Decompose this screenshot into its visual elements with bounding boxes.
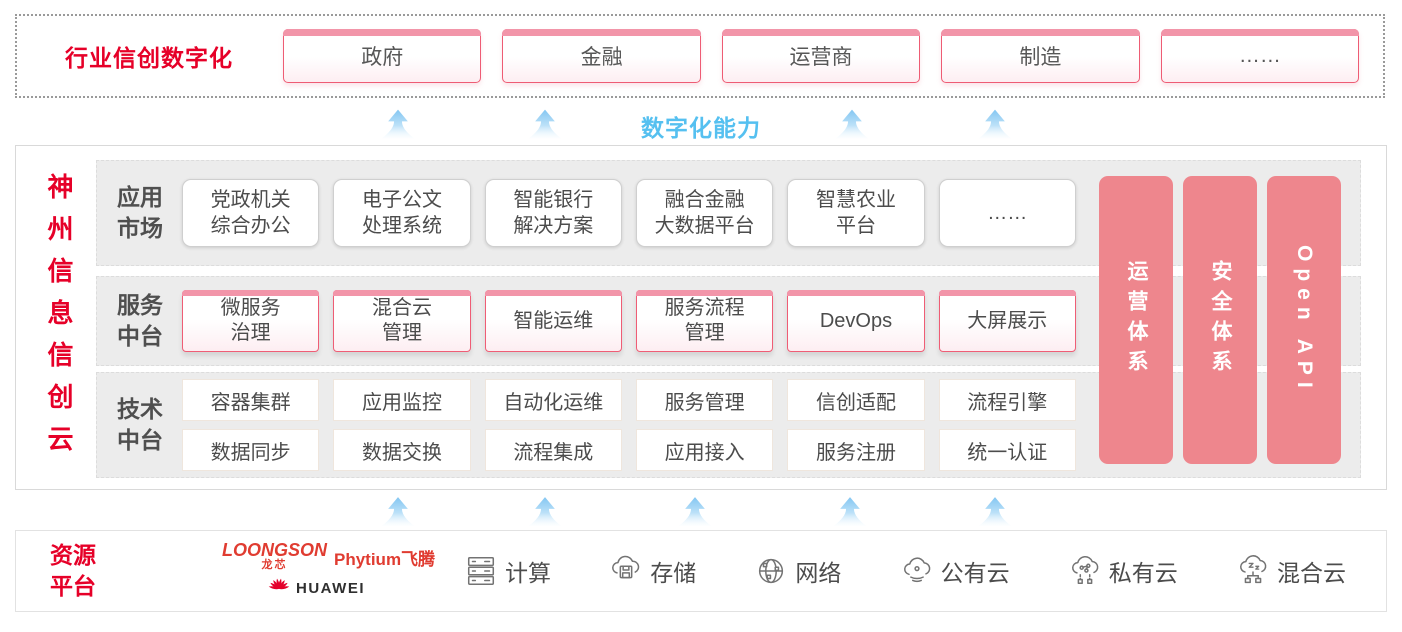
- svc-box-big-screen: 大屏展示: [938, 290, 1077, 352]
- sector-box-finance: 金融: [502, 29, 702, 83]
- resource-item-label: 混合云: [1276, 560, 1346, 586]
- svc-box-intelligent-ops: 智能运维: [484, 290, 623, 352]
- platform-box: 神州信息信创云 应用 市场 党政机关 综合办公 电子公文 处理系统 智能银行 解…: [15, 145, 1387, 490]
- resource-item-label: 私有云: [1108, 560, 1178, 586]
- tech-box-app-monitoring: 应用监控: [333, 379, 471, 421]
- up-arrow-icon: [833, 497, 867, 526]
- capability-label: 数字化能力: [641, 115, 761, 141]
- svc-box-microservice: 微服务 治理: [182, 290, 320, 352]
- tech-box-app-access: 应用接入: [635, 429, 774, 471]
- industry-band: 行业信创数字化 政府 金融 运营商 制造 ……: [15, 14, 1385, 98]
- app-box-more: ……: [938, 179, 1076, 247]
- tech-box-xinchuang-adaptation: 信创适配: [787, 379, 925, 421]
- svc-box-devops: DevOps: [787, 290, 925, 352]
- sector-box-operator: 运营商: [721, 29, 921, 83]
- app-box-gov-office: 党政机关 综合办公: [182, 179, 320, 247]
- resource-platform: 资源 平台 LOONGSON 龙芯 Phytium飞腾: [15, 530, 1387, 612]
- resource-item-public-cloud: 公有云: [900, 554, 1010, 588]
- app-market-boxes: 党政机关 综合办公 电子公文 处理系统 智能银行 解决方案 融合金融 大数据平台…: [182, 161, 1076, 265]
- side-bar-operation-system: 运营体系: [1099, 176, 1173, 464]
- resource-item-label: 计算: [505, 560, 551, 586]
- loongson-logo: LOONGSON 龙芯: [222, 541, 327, 571]
- private-cloud-icon: [1071, 556, 1099, 585]
- app-box-smart-agriculture: 智慧农业 平台: [787, 179, 925, 247]
- resource-item-label: 存储: [650, 560, 697, 586]
- tech-platform-label: 技术 中台: [117, 395, 163, 453]
- app-box-finance-bigdata: 融合金融 大数据平台: [635, 179, 774, 247]
- sector-box-government: 政府: [283, 29, 482, 83]
- up-arrow-icon: [528, 497, 562, 526]
- resource-item-storage: 存储: [609, 554, 696, 588]
- resource-item-label: 公有云: [940, 560, 1010, 586]
- tech-box-unified-auth: 统一认证: [938, 429, 1076, 471]
- hybrid-cloud-icon: [1239, 555, 1267, 584]
- resource-item-network: 网络: [754, 554, 841, 588]
- tech-box-service-mgmt: 服务管理: [635, 379, 774, 421]
- public-cloud-icon: [903, 557, 930, 583]
- resource-item-hybrid-cloud: 混合云: [1236, 554, 1346, 588]
- tech-row-top: 容器集群 应用监控 自动化运维 服务管理 信创适配 流程引擎: [182, 379, 1076, 421]
- storage-icon: [612, 555, 640, 579]
- tech-box-service-registry: 服务注册: [787, 429, 925, 471]
- up-arrow-icon: [978, 497, 1012, 526]
- service-platform-label: 服务 中台: [117, 291, 163, 349]
- service-platform-boxes: 微服务 治理 混合云 管理 智能运维 服务流程 管理 DevOps 大屏展示: [182, 277, 1077, 365]
- app-box-smart-banking: 智能银行 解决方案: [484, 179, 622, 247]
- huawei-wordmark: HUAWEI: [296, 579, 365, 597]
- resource-item-private-cloud: 私有云: [1068, 554, 1178, 588]
- svc-box-service-process: 服务流程 管理: [635, 290, 774, 352]
- huawei-logo: HUAWEI: [268, 577, 365, 599]
- svc-box-hybrid-cloud-mgmt: 混合云 管理: [333, 290, 471, 352]
- resource-platform-title: 资源 平台: [50, 541, 96, 599]
- tech-box-data-sync: 数据同步: [182, 429, 320, 471]
- tech-platform-row: 技术 中台 容器集群 应用监控 自动化运维 服务管理 信创适配 流程引擎 数据同…: [96, 372, 1361, 478]
- tech-row-bottom: 数据同步 数据交换 流程集成 应用接入 服务注册 统一认证: [182, 429, 1076, 471]
- sector-row: 政府 金融 运营商 制造 ……: [283, 29, 1360, 83]
- phytium-logo: Phytium飞腾: [334, 550, 436, 569]
- tech-box-container-cluster: 容器集群: [182, 379, 320, 421]
- tech-box-process-integration: 流程集成: [484, 429, 622, 471]
- resource-item-compute: 计算: [464, 554, 551, 588]
- huawei-flower-icon: [268, 578, 290, 590]
- sector-box-manufacturing: 制造: [941, 29, 1141, 83]
- platform-vertical-title: 神州信息信创云: [44, 173, 74, 467]
- compute-icon: [467, 557, 495, 585]
- loongson-wordmark: LOONGSON: [222, 540, 328, 560]
- tech-box-automated-ops: 自动化运维: [484, 379, 622, 421]
- industry-band-title: 行业信创数字化: [65, 45, 233, 71]
- resource-arrow-band: [0, 493, 1402, 530]
- network-icon: [759, 558, 784, 584]
- tech-box-process-engine: 流程引擎: [938, 379, 1076, 421]
- loongson-cn-label: 龙芯: [261, 559, 288, 571]
- resource-items: 计算 存储 网络: [464, 531, 1346, 611]
- side-bar-security-system: 安全体系: [1183, 176, 1257, 464]
- tech-platform-boxes: 容器集群 应用监控 自动化运维 服务管理 信创适配 流程引擎 数据同步 数据交换…: [182, 379, 1076, 471]
- tech-box-data-exchange: 数据交换: [333, 429, 471, 471]
- app-box-edoc-system: 电子公文 处理系统: [333, 179, 471, 247]
- up-arrow-icon: [381, 497, 415, 526]
- app-market-label: 应用 市场: [117, 183, 163, 241]
- up-arrow-icon: [678, 497, 712, 526]
- sector-box-more: ……: [1160, 29, 1360, 83]
- side-bar-open-api: Open API: [1267, 176, 1341, 464]
- vendor-logos: LOONGSON 龙芯 Phytium飞腾: [216, 531, 466, 611]
- resource-item-label: 网络: [795, 560, 842, 586]
